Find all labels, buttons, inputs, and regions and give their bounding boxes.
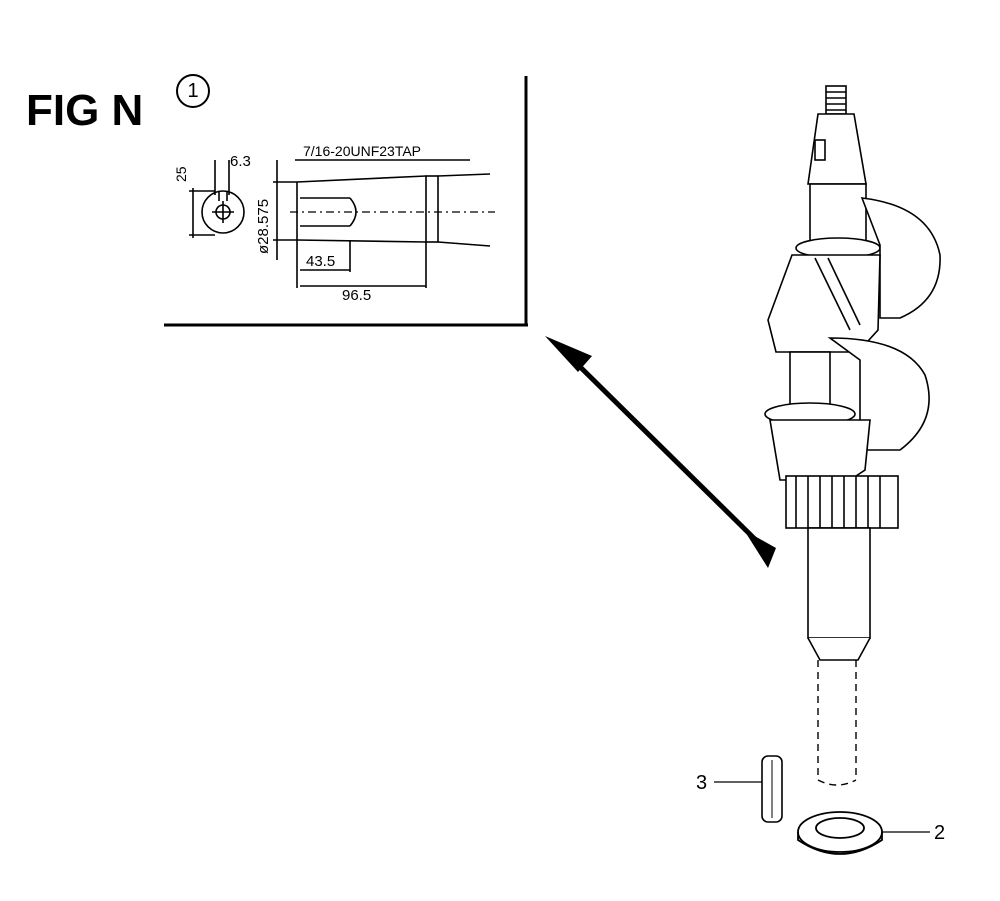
dim-shaft-diameter: ø28.575 [255, 199, 272, 254]
shaft-side-view [273, 159, 495, 288]
shaft-end-view [189, 160, 245, 238]
part-label-2: 2 [934, 822, 945, 844]
dim-keyway-depth: 25 [173, 166, 189, 182]
detail-inset [164, 76, 528, 327]
detail-pointer-arrow [545, 336, 776, 568]
dim-thread-spec: 7/16-20UNF23TAP [303, 143, 421, 159]
part-key [761, 755, 783, 823]
part-label-3: 3 [696, 772, 707, 794]
crankshaft [764, 85, 941, 661]
detail-callout-number: 1 [176, 74, 210, 108]
crankshaft-hidden-extension [817, 660, 857, 786]
dim-total-length: 96.5 [342, 287, 371, 304]
part-washer [797, 811, 883, 855]
dim-taper-length: 43.5 [306, 253, 335, 270]
dim-keyway-width: 6.3 [230, 153, 251, 170]
figure-title: FIG N [26, 86, 144, 135]
